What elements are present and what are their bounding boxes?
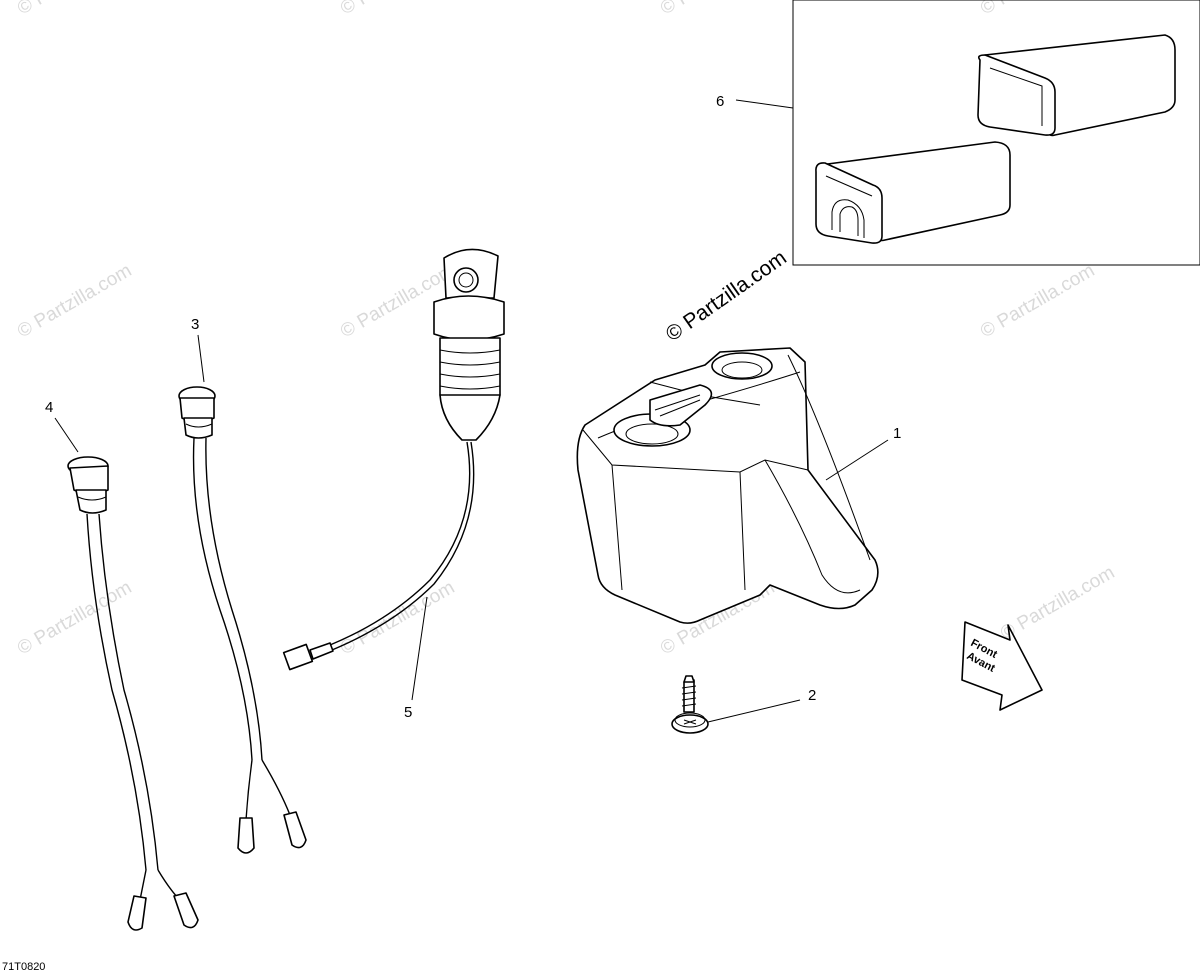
leader-6 bbox=[735, 99, 794, 109]
watermark: © Partzilla.com bbox=[14, 0, 135, 19]
part-1-housing[interactable]: 1 bbox=[576, 347, 901, 624]
arrow-shape bbox=[961, 621, 1043, 711]
housing-recess bbox=[649, 384, 713, 427]
watermark: © Partzilla.com bbox=[997, 562, 1118, 644]
switch-wire bbox=[329, 441, 471, 646]
part-2-screw[interactable]: 2 bbox=[671, 675, 816, 734]
watermark: © Partzilla.com bbox=[657, 0, 778, 19]
callout-3: 3 bbox=[191, 316, 199, 333]
leader-5 bbox=[411, 596, 428, 701]
switch-connector bbox=[282, 643, 314, 671]
leader-3 bbox=[197, 334, 205, 383]
callout-4: 4 bbox=[45, 399, 53, 416]
indicator-3-terminal-b bbox=[283, 811, 307, 849]
part-4-indicator-light[interactable]: 4 bbox=[45, 399, 199, 931]
watermark: © Partzilla.com bbox=[14, 577, 135, 659]
watermark-layer: © Partzilla.com © Partzilla.com © Partzi… bbox=[14, 0, 1118, 659]
watermark: © Partzilla.com bbox=[977, 260, 1098, 342]
callout-2: 2 bbox=[808, 687, 816, 704]
callout-5: 5 bbox=[404, 704, 412, 721]
indicator-3-terminal-a bbox=[237, 817, 255, 854]
switch-boot bbox=[439, 394, 501, 441]
leader-1 bbox=[825, 439, 889, 481]
screw-head bbox=[671, 714, 709, 734]
part-3-indicator-light[interactable]: 3 bbox=[178, 316, 307, 854]
screw-shank bbox=[683, 679, 695, 713]
callout-6: 6 bbox=[716, 93, 724, 110]
watermark-main: © Partzilla.com bbox=[662, 246, 791, 346]
leader-4 bbox=[54, 417, 79, 453]
indicator-4-cable bbox=[86, 513, 147, 871]
cap-back-face bbox=[977, 54, 1056, 136]
housing-body bbox=[576, 347, 879, 624]
indicator-4-terminal-a bbox=[127, 895, 147, 931]
watermark: © Partzilla.com bbox=[337, 0, 458, 19]
watermark: © Partzilla.com bbox=[337, 577, 458, 659]
indicator-3-cable bbox=[192, 437, 253, 761]
callout-1: 1 bbox=[893, 425, 901, 442]
inset-frame bbox=[792, 0, 1200, 266]
drawing-code: 71T0820 bbox=[2, 961, 45, 973]
leader-2 bbox=[707, 699, 801, 723]
housing-hole-top bbox=[711, 352, 773, 380]
part-6-caps-group: 6 bbox=[716, 0, 1200, 266]
front-direction-arrow: Front Avant bbox=[961, 621, 1043, 711]
watermark: © Partzilla.com bbox=[14, 260, 135, 342]
part-5-ignition-switch[interactable]: 5 bbox=[282, 248, 505, 721]
watermark: © Partzilla.com bbox=[977, 0, 1098, 19]
indicator-4-terminal-b bbox=[173, 892, 199, 929]
switch-cap bbox=[433, 295, 505, 341]
